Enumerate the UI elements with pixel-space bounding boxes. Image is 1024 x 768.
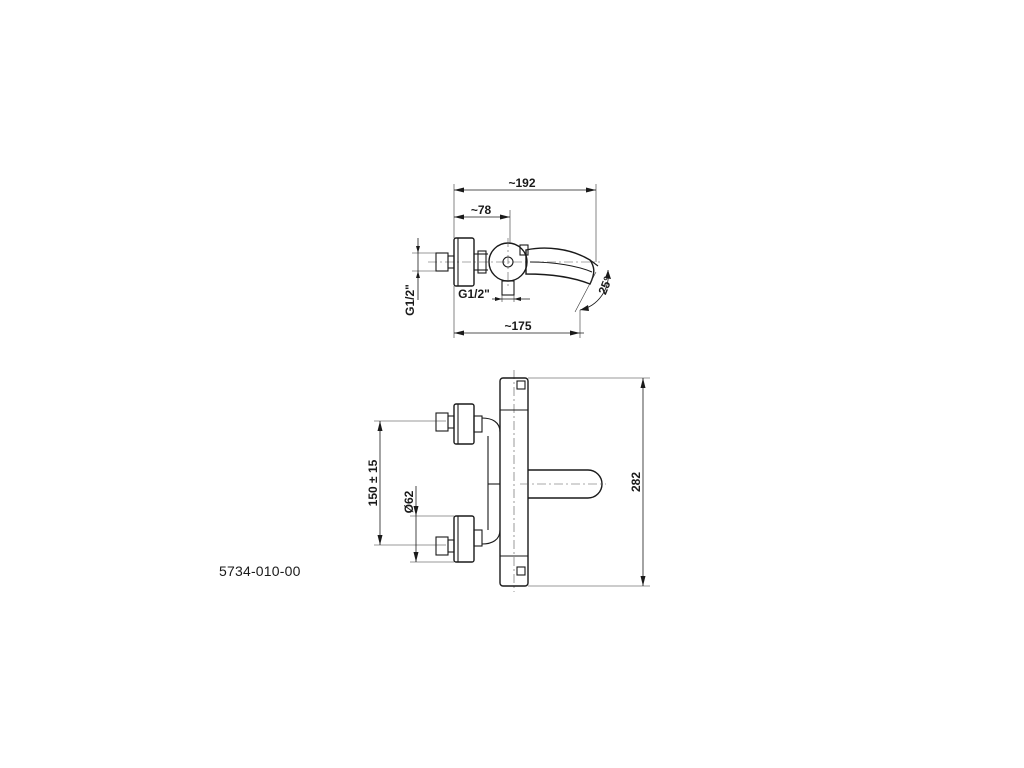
dim-flange-diameter: Ø62 (402, 490, 416, 513)
dim-inlet-thread: G1/2" (403, 284, 417, 316)
dim-wall-to-spout: ~175 (504, 319, 531, 333)
front-bottom-cap (516, 566, 526, 576)
front-top-cap (516, 380, 526, 390)
product-code: 5734-010-00 (219, 563, 301, 579)
dim-overall-width: ~192 (508, 176, 535, 190)
dim-inlet-offset: ~78 (471, 203, 492, 217)
top-outlet (501, 280, 515, 296)
top-flange (453, 237, 475, 287)
dim-outlet-thread: G1/2" (458, 287, 490, 301)
front-view: 150 ± 15 Ø62 282 (366, 370, 650, 592)
front-body (499, 377, 529, 587)
front-lower-inlet (435, 515, 501, 563)
dim-inlet-spacing: 150 ± 15 (366, 459, 380, 506)
dim-overall-height: 282 (629, 472, 643, 492)
front-upper-inlet (435, 403, 501, 445)
top-view: ~192 ~78 G1/2" G1/2" 25° ~175 (403, 176, 615, 338)
dim-spout-angle: 25° (595, 274, 615, 296)
top-spout (525, 247, 595, 285)
